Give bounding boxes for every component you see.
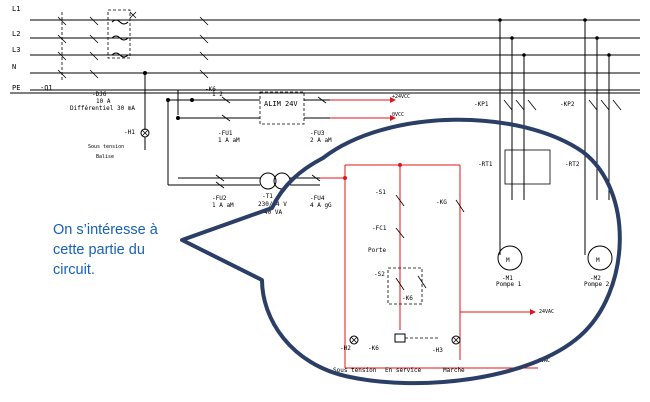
fc1-desc: Porte bbox=[368, 247, 386, 254]
h3-desc: Marche bbox=[443, 367, 465, 374]
line-pe-label: PE bbox=[12, 84, 20, 92]
kp2-label: -KP2 bbox=[560, 101, 575, 108]
h1-lamp bbox=[140, 128, 150, 150]
h3-lamp bbox=[451, 335, 461, 345]
k6-contact-label: -K6 bbox=[402, 295, 413, 302]
fu3-label: -FU3 bbox=[310, 130, 325, 137]
dj6-breaker bbox=[89, 9, 137, 79]
h2-desc: Sous tension bbox=[333, 367, 377, 374]
speech-bubble bbox=[180, 117, 622, 386]
s1-label: -S1 bbox=[375, 189, 386, 196]
k6-contacts bbox=[199, 16, 209, 79]
h1-label: -H1 bbox=[124, 129, 135, 136]
h1-desc2: Balise bbox=[96, 154, 114, 160]
m2-desc: Pompe 2 bbox=[584, 281, 610, 288]
fu3-rating: 2 A aM bbox=[310, 137, 332, 144]
svg-text:M: M bbox=[506, 257, 510, 264]
v0dc-label: 0VCC bbox=[392, 112, 404, 118]
control-circuit bbox=[343, 163, 538, 369]
line-l2-label: L2 bbox=[12, 30, 20, 38]
fu2-rating: 1 A aM bbox=[212, 202, 234, 209]
line-l1-label: L1 bbox=[12, 5, 20, 13]
fu2-label: -FU2 bbox=[212, 195, 227, 202]
h2-label: -H2 bbox=[340, 345, 351, 352]
dj6-desc: Différentiel 30 mA bbox=[70, 105, 135, 112]
coil-desc: En service bbox=[385, 367, 422, 374]
h1-desc1: Sous tension bbox=[88, 144, 124, 150]
k6-label: -K6 bbox=[205, 86, 216, 93]
m1-label: -M1 bbox=[502, 275, 513, 282]
fc1-label: -FC1 bbox=[372, 225, 387, 232]
fu4-rating: 4 A gG bbox=[310, 202, 332, 209]
rt1-label: -RT1 bbox=[478, 161, 493, 168]
pump1-circuit: M bbox=[497, 18, 551, 271]
out0-label: 0VAC bbox=[538, 358, 550, 364]
svg-text:M: M bbox=[596, 257, 600, 264]
callout-line-1: On s’intéresse à bbox=[53, 222, 159, 238]
m1-desc: Pompe 1 bbox=[496, 281, 522, 288]
rt2-label: -RT2 bbox=[565, 161, 580, 168]
k6-coil bbox=[394, 333, 406, 343]
alim-voltage: 24V bbox=[285, 100, 298, 108]
dj6-rating: 10 A bbox=[96, 98, 111, 105]
pump2-circuit: M bbox=[583, 18, 622, 271]
callout-line-2: cette partie du bbox=[53, 242, 145, 258]
alim-box bbox=[259, 91, 305, 125]
fu1-rating: 1 A aM bbox=[218, 137, 240, 144]
t1-label: -T1 bbox=[262, 193, 273, 200]
fu1-pin: 1 2 bbox=[212, 91, 223, 98]
line-n-label: N bbox=[12, 63, 16, 71]
line-l3-label: L3 bbox=[12, 46, 20, 54]
callout-line-3: circuit. bbox=[53, 262, 95, 278]
q1-label: -Q1 bbox=[40, 84, 53, 92]
out24-label: 24VAC bbox=[539, 309, 554, 315]
v24dc-label: +24VCC bbox=[392, 94, 410, 100]
fu1-label: -FU1 bbox=[218, 130, 233, 137]
fu4-label: -FU4 bbox=[310, 195, 325, 202]
h2-lamp bbox=[349, 335, 359, 345]
kg-label: -KG bbox=[436, 199, 447, 206]
h3-label: -H3 bbox=[432, 347, 443, 354]
kp1-label: -KP1 bbox=[474, 101, 489, 108]
s2-label: -S2 bbox=[374, 271, 385, 278]
k6-coil-label: -K6 bbox=[368, 345, 379, 352]
t1-va: 40 VA bbox=[264, 209, 282, 216]
power-lines bbox=[10, 19, 640, 94]
alim-label: ALIM bbox=[264, 100, 281, 108]
q1-isolator bbox=[57, 12, 67, 80]
dj6-label: -DJ6 bbox=[92, 91, 107, 98]
m2-label: -M2 bbox=[590, 275, 601, 282]
